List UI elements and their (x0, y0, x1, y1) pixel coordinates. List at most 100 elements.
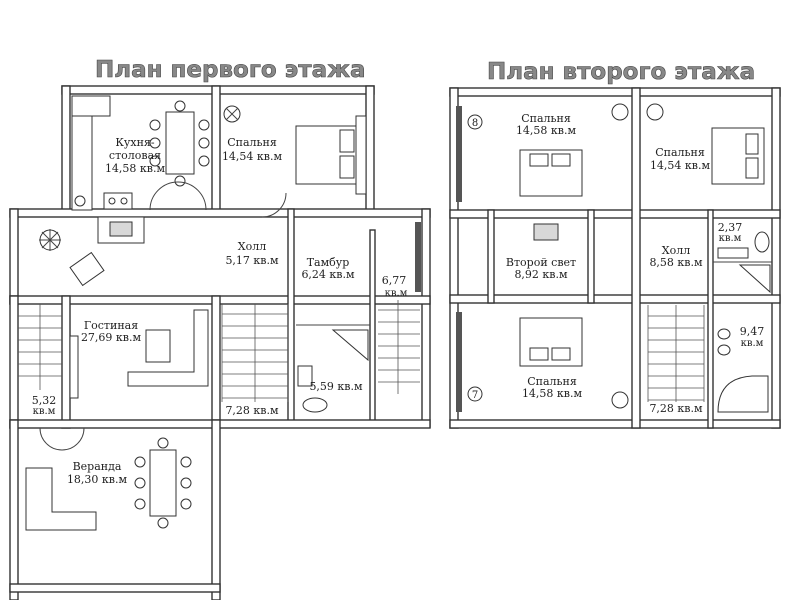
f2-marker-top (467, 114, 483, 130)
f2-plant-icon (611, 103, 629, 121)
f2-wall-bottom (449, 419, 781, 429)
f2-stairs (647, 305, 705, 402)
f2-wall-void-right (587, 209, 595, 304)
f1-wall-bedroom-right (365, 85, 375, 217)
f2-bath-area1: 9,47 (740, 325, 765, 338)
f1-tv-unit (69, 335, 79, 399)
f1-wall-right (421, 208, 431, 428)
f1-tambour-name: Тамбур (307, 256, 350, 269)
f1-left-room-area1: 5,32 (32, 394, 57, 407)
f2-wall-right (771, 87, 781, 429)
f1-chair (180, 498, 192, 510)
f1-side-room-area1: 6,77 (382, 274, 407, 287)
f2-bedroom-tr-area: 14,54 кв.м (650, 159, 711, 172)
f1-bedroom-plant-leaves (225, 107, 239, 121)
f2-bedroom-tr-name: Спальня (655, 146, 705, 159)
f1-chair (180, 477, 192, 489)
f2-pillow (529, 153, 549, 167)
f1-shower (331, 329, 369, 362)
f1-stairs-left (18, 304, 62, 390)
f2-sink (717, 247, 749, 259)
f2-pillow (745, 157, 759, 179)
f2-pillow (551, 153, 571, 167)
f1-chair (198, 137, 210, 149)
f1-chair (134, 456, 146, 468)
f2-bathtub (717, 375, 769, 413)
f1-door-swing (61, 427, 85, 451)
f1-sink (297, 365, 313, 387)
f2-window-hatch (456, 106, 462, 202)
f2-hall-name: Холл (662, 244, 690, 257)
f1-pillow (339, 129, 355, 153)
f2-bedroom-bl-area: 14,58 кв.м (522, 387, 583, 400)
f1-kitchen-area: 14,58 кв.м (105, 162, 166, 175)
f1-living-sofa (127, 309, 209, 387)
f2-chimney (533, 223, 559, 241)
f2-hall-area: 8,58 кв.м (649, 256, 703, 269)
f1-stairs-area: 7,28 кв.м (225, 404, 279, 417)
f1-pillow (339, 155, 355, 179)
f1-chair (174, 175, 186, 187)
f2-marker-top-label: 8 (472, 118, 478, 129)
f2-washbasin (717, 344, 731, 356)
f2-wall-mid-lower (449, 294, 781, 304)
floor1-plan: Кухня- столовая 14,58 кв.м Спальня 14,54… (9, 85, 431, 600)
f2-wall-mid-upper (449, 209, 781, 219)
f1-veranda-bench (25, 467, 97, 531)
f1-living-area: 27,69 кв.м (81, 331, 142, 344)
f1-chair (198, 155, 210, 167)
f1-wall-veranda-left (9, 419, 19, 600)
f1-stove-burner (120, 197, 128, 205)
f2-washbasin (717, 328, 731, 340)
f1-veranda-table (149, 449, 177, 517)
f1-stairs-right (378, 300, 420, 394)
f2-wall-void-left (487, 209, 495, 304)
f1-kitchen-counter-top (71, 95, 111, 117)
f2-marker-bottom-label: 7 (472, 390, 478, 401)
f1-tambour-area: 6,24 кв.м (301, 268, 355, 281)
f1-chair (174, 100, 186, 112)
f1-kitchen-name1: Кухня- (115, 136, 154, 149)
f1-coffee-table (145, 329, 171, 363)
f2-plant-icon (611, 391, 629, 409)
f1-stove-burner (108, 197, 116, 205)
f2-pillow (529, 347, 549, 361)
f1-fireplace-hearth (109, 221, 133, 237)
f1-door-swing (261, 192, 287, 218)
f1-wall-bottom (9, 583, 221, 593)
f1-door-swing (39, 427, 63, 451)
f1-chair (149, 155, 161, 167)
f2-pillow (551, 347, 571, 361)
f1-chair (134, 498, 146, 510)
f1-sink (74, 195, 86, 207)
f1-window-hatch (415, 222, 421, 292)
f1-wall-living-left (61, 295, 71, 429)
f2-bed-tl (519, 149, 583, 197)
f1-kitchen-table (165, 111, 195, 175)
f1-bed-headboard (355, 115, 367, 195)
f1-door-swing (177, 181, 207, 211)
f1-wall-kitchen-bedroom (211, 85, 221, 217)
f1-living-name: Гостиная (84, 319, 138, 332)
f1-wall-veranda-right (211, 419, 221, 600)
f1-bath-area: 5,59 кв.м (309, 380, 363, 393)
f2-bedroom-tl-name: Спальня (521, 112, 571, 125)
f2-marker-bottom (467, 386, 483, 402)
f1-wall-kitchen-left (61, 85, 71, 217)
f2-second-light-area: 8,92 кв.м (514, 268, 568, 281)
f1-veranda-area: 18,30 кв.м (67, 473, 128, 486)
f1-bedroom-name: Спальня (227, 136, 277, 149)
f1-bedroom-area: 14,54 кв.м (222, 150, 283, 163)
f1-chair (149, 137, 161, 149)
f1-chair (149, 119, 161, 131)
f1-stove (103, 192, 133, 210)
f1-left-room-area2: кв.м (33, 406, 56, 417)
f1-wall-left-upper (9, 208, 19, 305)
f2-wc-area2: кв.м (719, 233, 742, 244)
f1-side-room-area2: кв.м (385, 288, 408, 299)
f1-wall-living-right (211, 295, 221, 429)
f2-stairs-area: 7,28 кв.м (649, 402, 703, 415)
f2-pillow (745, 133, 759, 155)
floor2-title: План второго этажа (487, 59, 755, 85)
f1-armchair (69, 251, 105, 287)
